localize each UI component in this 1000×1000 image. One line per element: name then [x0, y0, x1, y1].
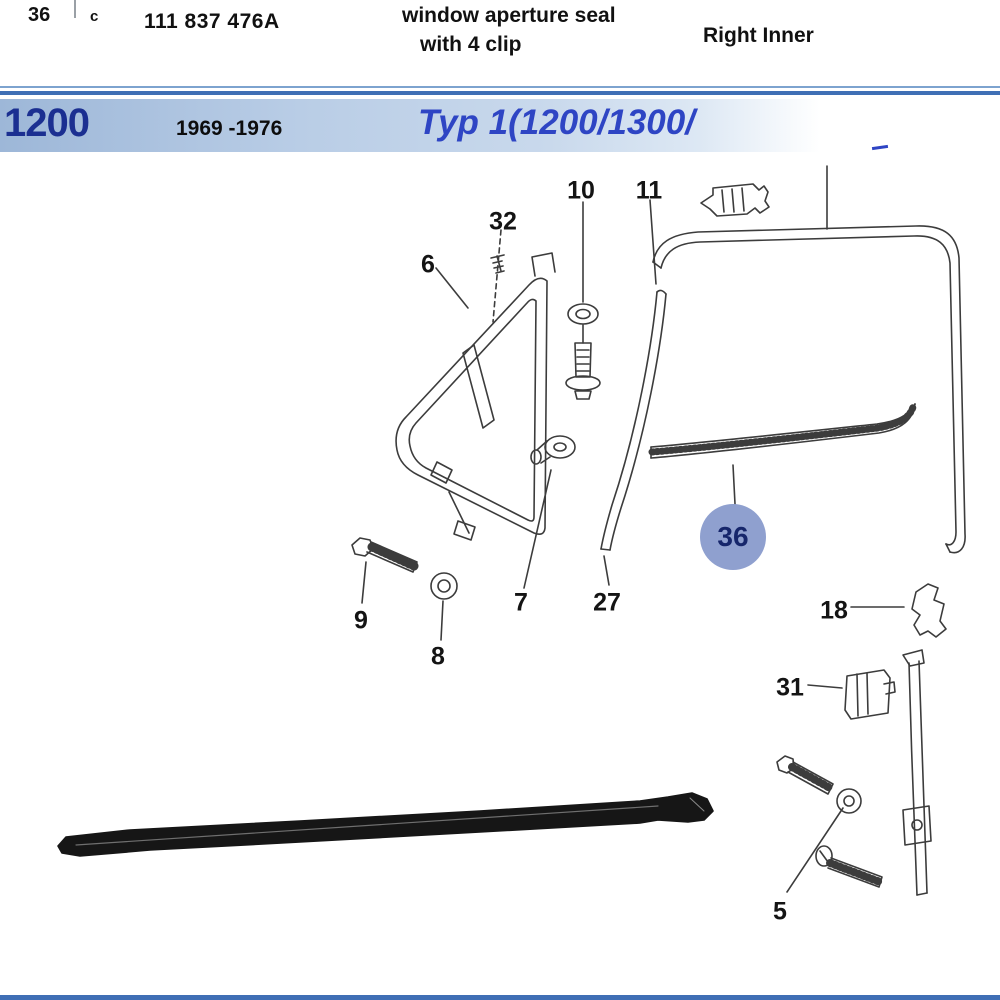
part-description-line2: with 4 clip — [420, 33, 522, 56]
callout-7: 7 — [514, 588, 528, 617]
horizontal-seal-36-drawing — [648, 403, 917, 505]
parts-diagram-line-art — [57, 165, 966, 896]
separator-rule-thick — [0, 91, 1000, 95]
clip-18-drawing — [850, 583, 947, 638]
model-header-band — [0, 99, 1000, 152]
callout-32: 32 — [489, 207, 517, 236]
part-position-label: Right Inner — [703, 24, 814, 47]
vent-window-frame-drawing — [395, 252, 556, 541]
callout-6: 6 — [421, 250, 435, 279]
callout-11: 11 — [635, 176, 663, 205]
part-number: 111 837 476A — [144, 10, 280, 33]
model-type-label: Typ 1(1200/1300/ — [418, 103, 695, 142]
callout-31: 31 — [776, 673, 804, 702]
callout-18: 18 — [820, 596, 848, 625]
grommet-7-drawing — [523, 435, 576, 589]
callout-5: 5 — [773, 897, 787, 926]
highlighted-part-label: 36 — [717, 521, 749, 552]
clip-31-drawing — [807, 669, 896, 720]
callout-9: 9 — [354, 606, 368, 635]
callout-8: 8 — [431, 642, 445, 671]
model-name: 1200 — [4, 101, 90, 145]
screw-32-drawing — [490, 229, 505, 323]
column-divider — [74, 0, 76, 18]
highlighted-part-badge[interactable]: 36 — [700, 504, 766, 570]
seal-strip-photo — [57, 792, 714, 857]
model-years: 1969 -1976 — [176, 117, 283, 140]
bolt-9-drawing — [351, 537, 419, 604]
window-aperture-frame-drawing — [652, 165, 966, 554]
bottom-rule — [0, 995, 1000, 1000]
washer-bolt-10-drawing — [565, 201, 601, 400]
callout-10: 10 — [567, 176, 595, 205]
callout-27: 27 — [593, 588, 621, 617]
channel-assembly-5-drawing — [776, 649, 932, 896]
part-description-line1: window aperture seal — [402, 4, 616, 27]
part-ref-number: 36 — [28, 4, 51, 26]
separator-rule-thin — [0, 86, 1000, 88]
washer-8-drawing — [430, 572, 458, 641]
part-code: c — [90, 8, 99, 25]
top-clip-drawing — [700, 183, 770, 217]
vertical-seal-strip-drawing — [600, 199, 667, 586]
